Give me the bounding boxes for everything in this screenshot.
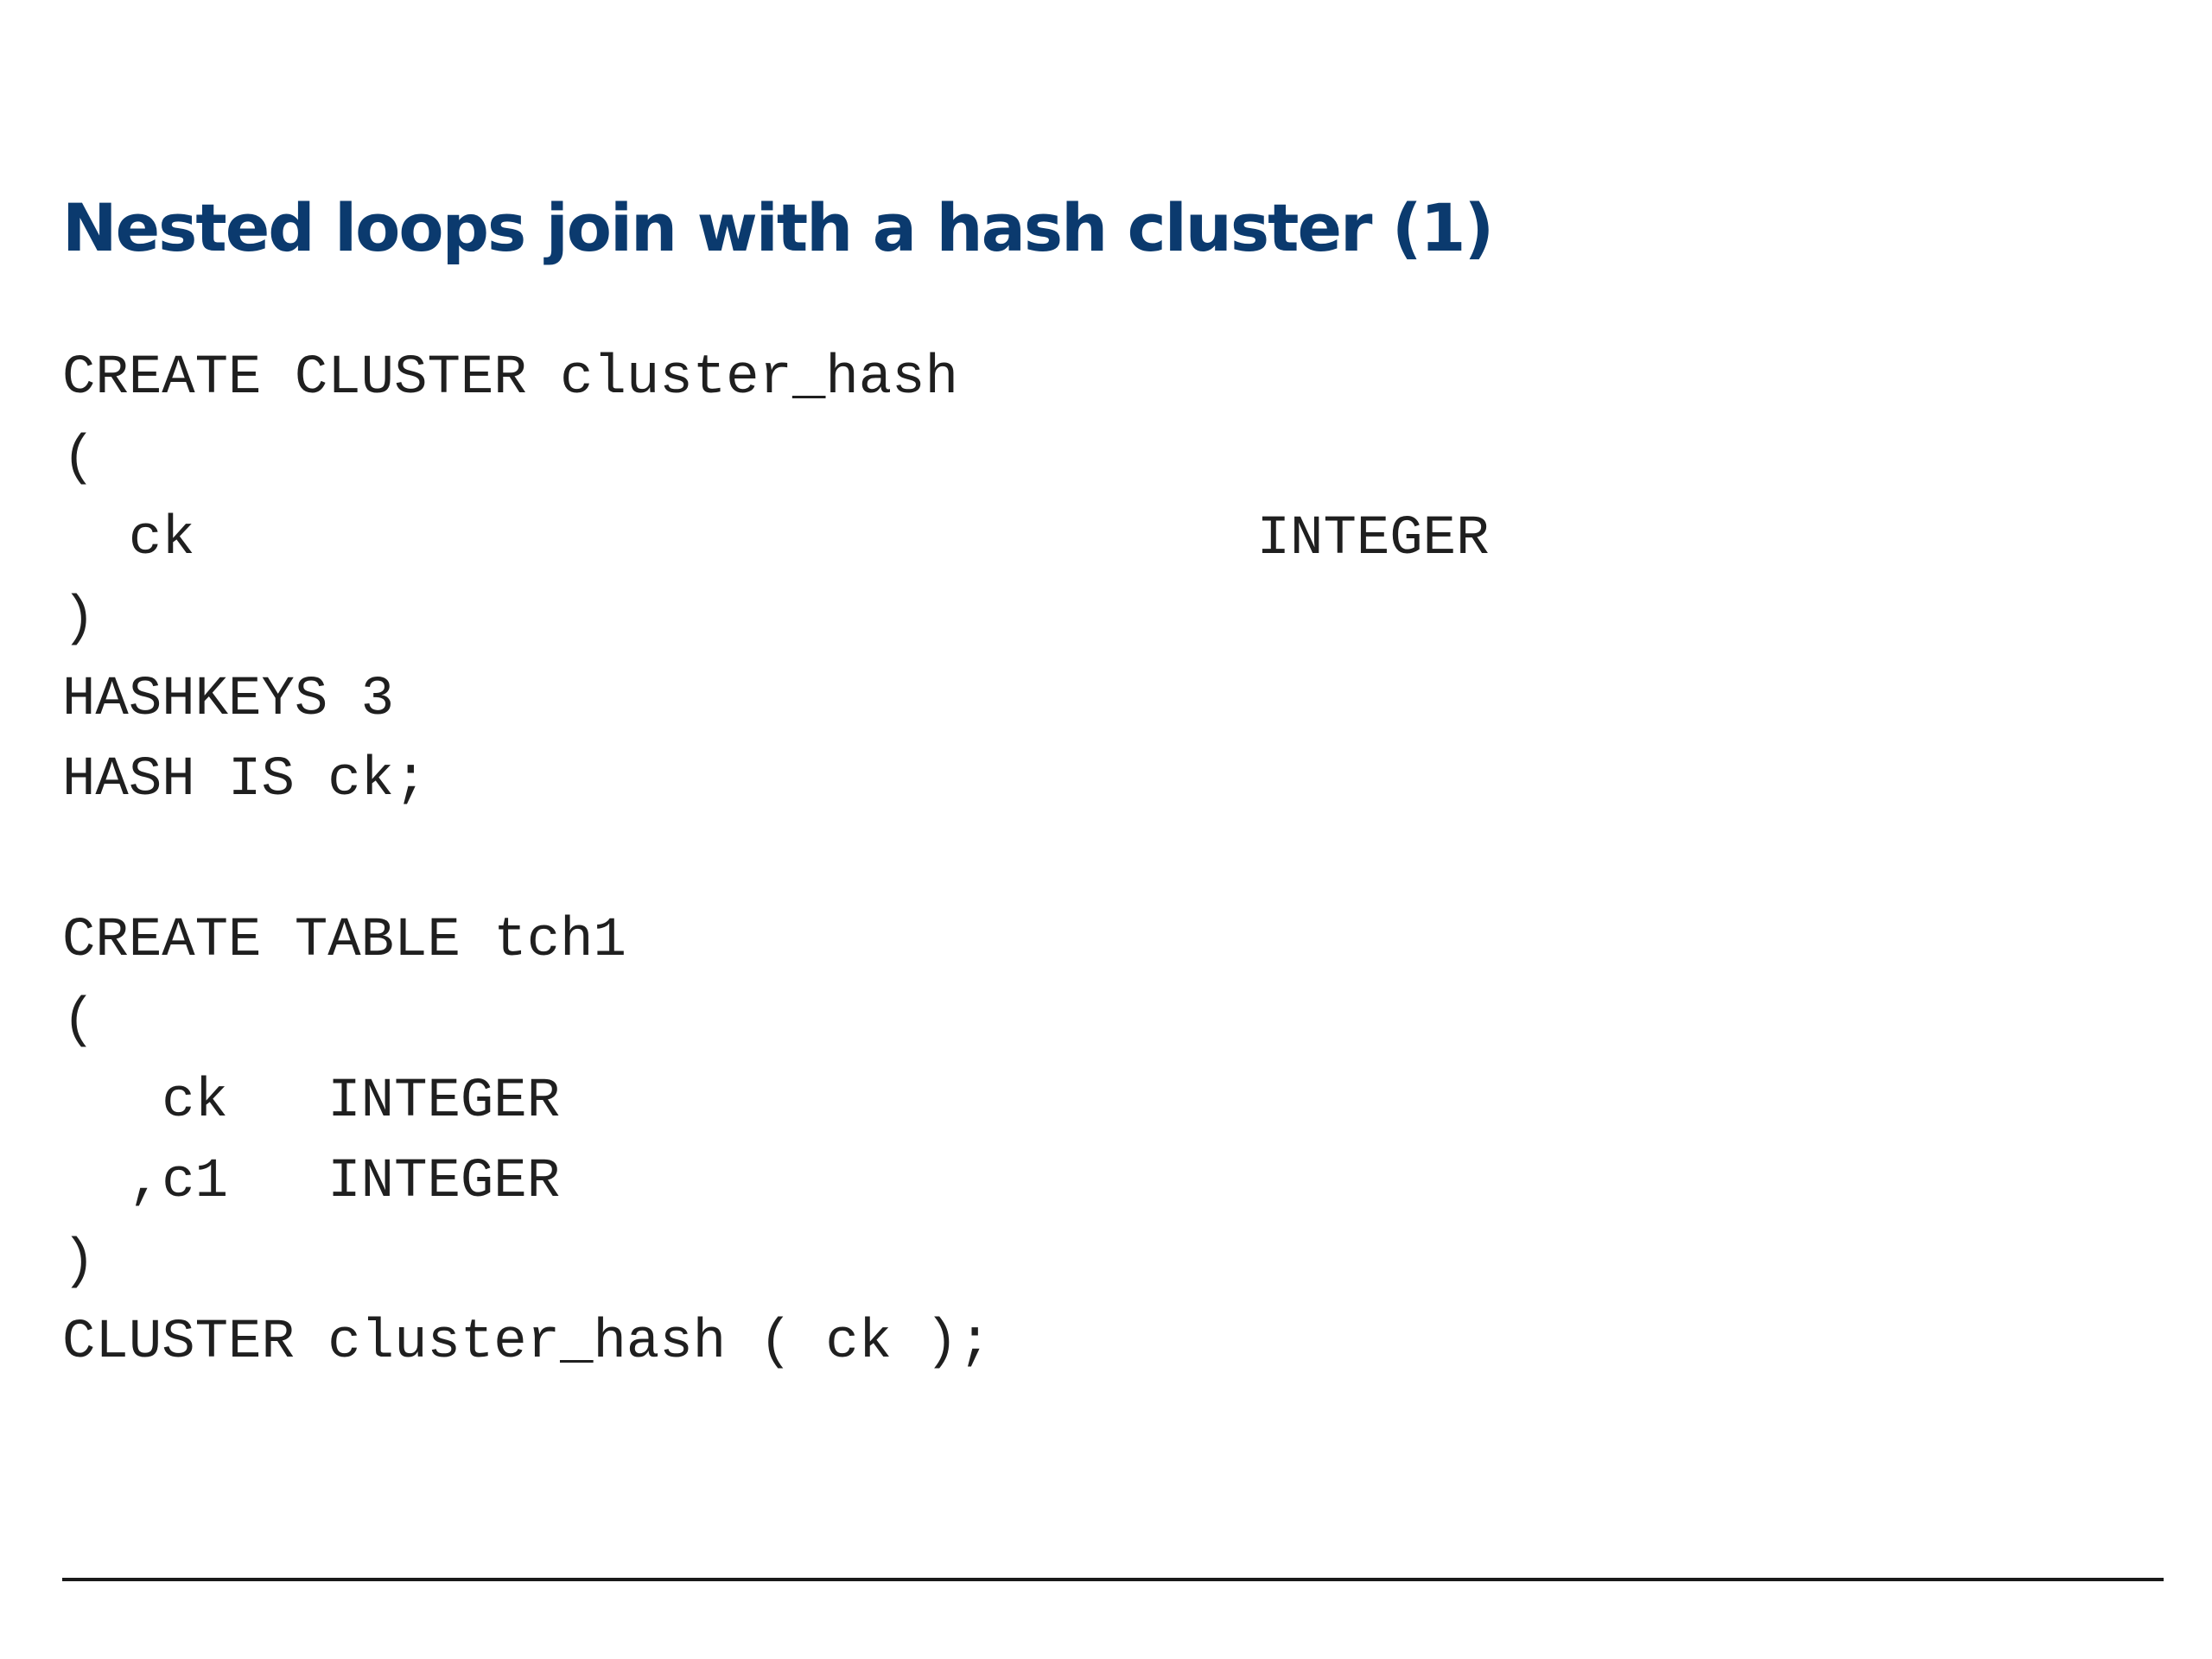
footer-divider: [62, 1578, 2164, 1581]
code-line: ): [62, 588, 96, 651]
code-line: ,c1 INTEGER: [62, 1151, 561, 1213]
code-line: CREATE CLUSTER cluster_hash: [62, 347, 958, 410]
code-line: ck INTEGER: [62, 508, 1490, 570]
code-line: HASHKEYS 3: [62, 669, 395, 731]
code-line: [62, 821, 1489, 901]
code-line: (: [62, 428, 96, 490]
sql-code-block: CREATE CLUSTER cluster_hash ( ck INTEGER)…: [62, 339, 1489, 1383]
code-line: CREATE TABLE tch1: [62, 910, 626, 972]
code-line: ck INTEGER: [62, 1071, 561, 1133]
code-line: HASH IS ck;: [62, 749, 428, 811]
slide-title: Nested loops join with a hash cluster (1…: [62, 189, 1494, 266]
code-line: ): [62, 1231, 96, 1294]
code-line: (: [62, 990, 96, 1052]
code-line: CLUSTER cluster_hash ( ck );: [62, 1312, 992, 1374]
